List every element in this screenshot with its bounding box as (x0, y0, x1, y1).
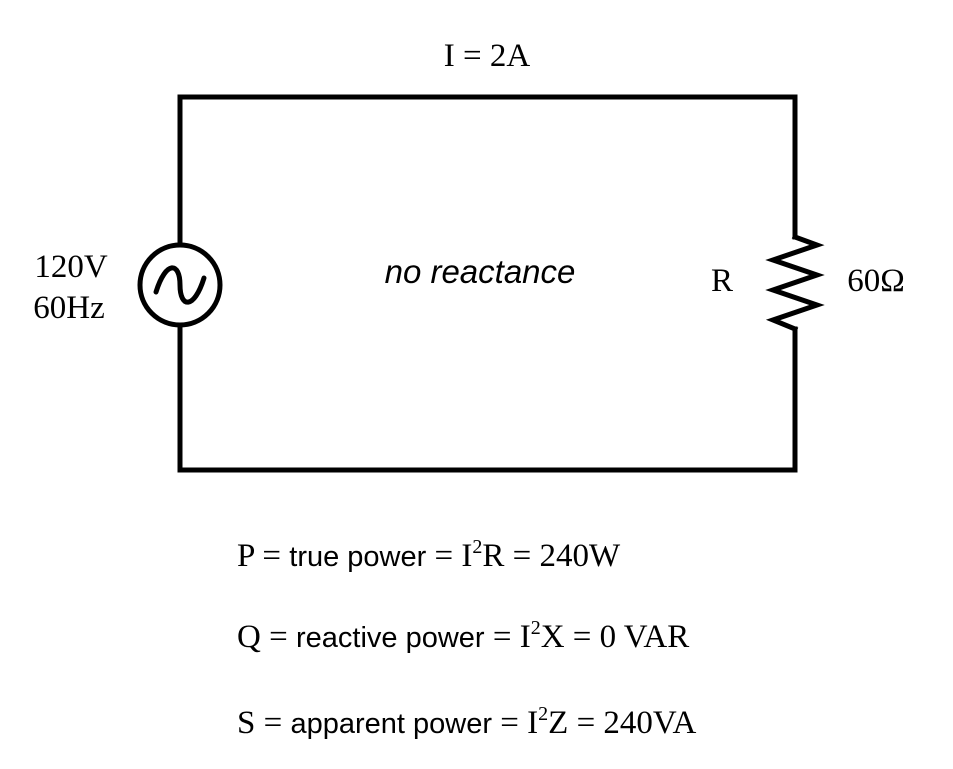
equation-apparent-power: S = apparent power = I2Z = 240VA (237, 703, 697, 741)
equation-equals: = (485, 619, 520, 655)
equation-equals: = (426, 538, 461, 574)
sine-wave-icon (153, 265, 207, 305)
equation-equals: = (261, 619, 296, 655)
equation-symbol: P (237, 538, 255, 574)
equation-equals: = (492, 705, 527, 741)
equation-current: I (527, 705, 538, 741)
equation-symbol: Q (237, 619, 261, 655)
ac-voltage-source (137, 242, 223, 328)
equation-exponent: 2 (538, 703, 548, 725)
equation-symbol: S (237, 705, 255, 741)
wire-left-top (177, 94, 798, 244)
equation-variable: X (541, 619, 565, 655)
equation-exponent: 2 (531, 617, 541, 639)
equation-result: = 240VA (568, 705, 696, 741)
resistor-value-label: 60Ω (847, 263, 905, 299)
equation-description: true power (289, 541, 426, 573)
equation-true-power: P = true power = I2R = 240W (237, 536, 621, 574)
resistor-zigzag (765, 233, 825, 333)
equation-current: I (461, 538, 472, 574)
wire-bottom (177, 325, 798, 473)
equation-result: = 240W (504, 538, 621, 574)
equation-equals: = (255, 705, 290, 741)
power-equations: P = true power = I2R = 240W Q = reactive… (237, 536, 697, 741)
equation-variable: Z (548, 705, 568, 741)
equation-exponent: 2 (472, 536, 482, 558)
current-label: I = 2A (444, 38, 531, 74)
source-frequency-label: 60Hz (33, 290, 104, 326)
center-note: no reactance (385, 253, 576, 290)
equation-variable: R (482, 538, 504, 574)
equation-description: apparent power (290, 708, 492, 740)
equation-description: reactive power (296, 622, 485, 654)
resistor-name-label: R (711, 263, 733, 299)
equation-reactive-power: Q = reactive power = I2X = 0 VAR (237, 617, 689, 655)
equation-equals: = (254, 538, 289, 574)
equation-result: = 0 VAR (565, 619, 690, 655)
source-voltage-label: 120V (34, 249, 108, 285)
equation-current: I (520, 619, 531, 655)
